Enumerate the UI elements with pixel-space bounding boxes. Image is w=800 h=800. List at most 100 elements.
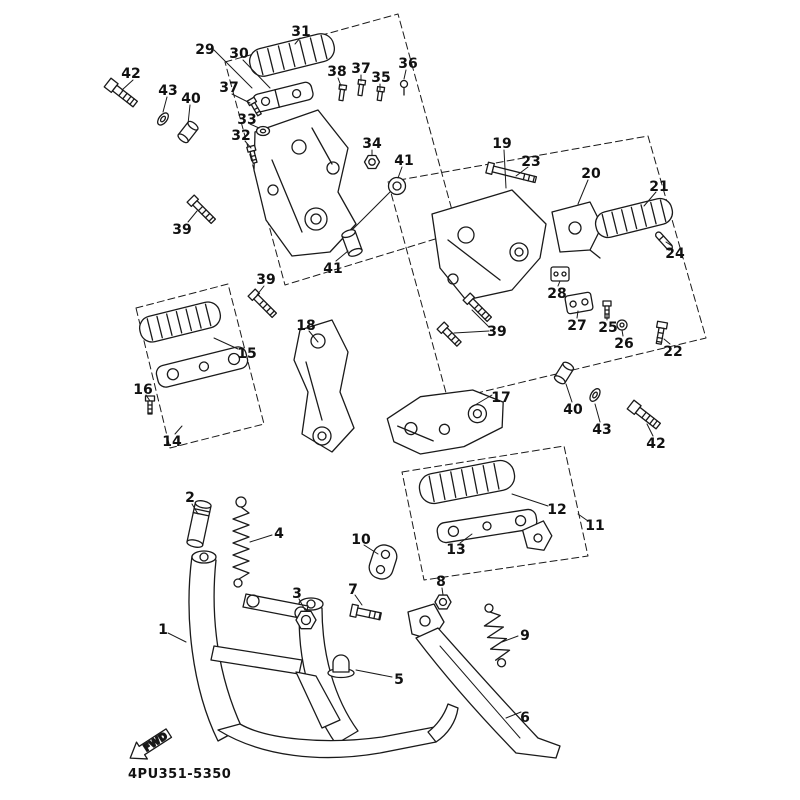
- part-label-15: 15: [237, 346, 256, 362]
- part-label-37-b: 37: [351, 61, 370, 77]
- part-label-3: 3: [292, 586, 302, 602]
- part-label-12: 12: [547, 502, 566, 518]
- washer-43-lower: [589, 388, 601, 402]
- part-label-34: 34: [362, 136, 382, 152]
- spring-9: [483, 603, 511, 668]
- bolt-7: [349, 603, 382, 621]
- clip-28: [550, 266, 570, 282]
- part-label-23: 23: [521, 154, 540, 170]
- leader-lines: [121, 37, 673, 719]
- part-label-31: 31: [291, 24, 310, 40]
- spring-4: [232, 496, 250, 588]
- part-label-41-a: 41: [394, 153, 413, 169]
- bolt-39-right-upper: [462, 292, 493, 323]
- part-label-14: 14: [162, 434, 182, 450]
- washer-43-top: [157, 112, 169, 126]
- part-label-28: 28: [547, 286, 566, 302]
- part-label-11: 11: [585, 518, 604, 534]
- washer-33: [255, 125, 271, 137]
- pivot-shaft-2: [186, 500, 212, 548]
- part-label-21: 21: [649, 179, 668, 195]
- part-label-37-a: 37: [219, 80, 238, 96]
- stopper-5: [327, 654, 355, 679]
- nut-3: [295, 610, 317, 630]
- part-label-4: 4: [274, 526, 284, 542]
- washer-26: [616, 319, 628, 331]
- footpeg-21: [594, 197, 674, 239]
- fwd-arrow: FWD: [129, 728, 173, 760]
- peg-mount-15: [155, 346, 249, 388]
- assembly-box-left: [135, 283, 265, 449]
- footpeg-12: [418, 459, 516, 505]
- link-plate-10: [368, 544, 398, 580]
- part-label-9: 9: [520, 628, 530, 644]
- nut-8: [434, 594, 452, 610]
- part-label-8: 8: [436, 574, 446, 590]
- fwd-arrow-label: FWD: [142, 731, 170, 754]
- bolt-32: [246, 144, 258, 164]
- bolt-42-top: [103, 77, 138, 108]
- guard-bracket-17: [386, 389, 504, 455]
- bolt-16: [144, 395, 156, 415]
- part-label-32: 32: [231, 128, 250, 144]
- plate-27: [564, 291, 594, 315]
- part-labels: 42 43 40 29 30 31 37 38 37 35 3 6 33 32 3…: [121, 24, 685, 726]
- bolt-38: [338, 83, 348, 102]
- clevis-12: [521, 520, 553, 551]
- part-label-39-c: 39: [487, 324, 506, 340]
- part-label-38: 38: [327, 64, 346, 80]
- part-label-7: 7: [348, 582, 358, 598]
- part-label-30: 30: [229, 46, 249, 62]
- part-label-20: 20: [581, 166, 601, 182]
- side-stand-6: [415, 627, 561, 759]
- part-label-27: 27: [567, 318, 586, 334]
- part-label-6: 6: [520, 710, 530, 726]
- part-label-43-a: 43: [158, 83, 177, 99]
- part-label-1: 1: [158, 622, 168, 638]
- part-label-42-a: 42: [121, 66, 140, 82]
- peg-holder-20: [551, 201, 603, 259]
- bolt-22: [655, 320, 669, 345]
- part-label-25: 25: [598, 320, 617, 336]
- collar-40-top: [177, 120, 199, 144]
- part-label-26: 26: [614, 336, 633, 352]
- part-label-29: 29: [195, 42, 214, 58]
- part-label-5: 5: [394, 672, 404, 688]
- spacer-41-lower: [341, 229, 363, 257]
- assembly-box-bottom: [401, 445, 589, 581]
- footpeg-15: [138, 301, 222, 343]
- bushing-41-upper: [387, 176, 407, 196]
- part-label-40-a: 40: [181, 91, 201, 107]
- bolt-37-right: [357, 78, 367, 97]
- bolt-37-left: [246, 96, 262, 117]
- diagram-part-code: 4PU351-5350: [128, 767, 231, 782]
- bolt-39-right-lower: [436, 321, 462, 347]
- part-label-43-b: 43: [592, 422, 611, 438]
- bolt-39-left: [186, 194, 217, 225]
- assembly-box-right: [387, 135, 707, 401]
- part-label-10: 10: [351, 532, 371, 548]
- peg-mount-30: [252, 81, 314, 113]
- part-label-19: 19: [492, 136, 511, 152]
- part-label-24: 24: [665, 246, 685, 262]
- bolt-42-lower: [626, 399, 661, 430]
- part-label-40-b: 40: [563, 402, 583, 418]
- bracket-19: [431, 189, 547, 301]
- collar-40-lower: [553, 361, 575, 385]
- peg-mount-13: [436, 508, 538, 544]
- footpeg-31: [248, 33, 336, 77]
- pin-24: [654, 231, 674, 251]
- bracket-18: [293, 319, 355, 453]
- bolt-23: [485, 161, 538, 184]
- part-label-35: 35: [371, 70, 390, 86]
- part-label-39-a: 39: [172, 222, 191, 238]
- part-label-42-b: 42: [646, 436, 665, 452]
- part-label-41-b: 41: [323, 261, 342, 277]
- main-stand-1: [188, 550, 459, 759]
- nut-34: [363, 154, 381, 170]
- part-label-33: 33: [237, 112, 256, 128]
- part-label-39-b: 39: [256, 272, 275, 288]
- part-label-16: 16: [133, 382, 152, 398]
- bolt-39-mid: [247, 288, 278, 319]
